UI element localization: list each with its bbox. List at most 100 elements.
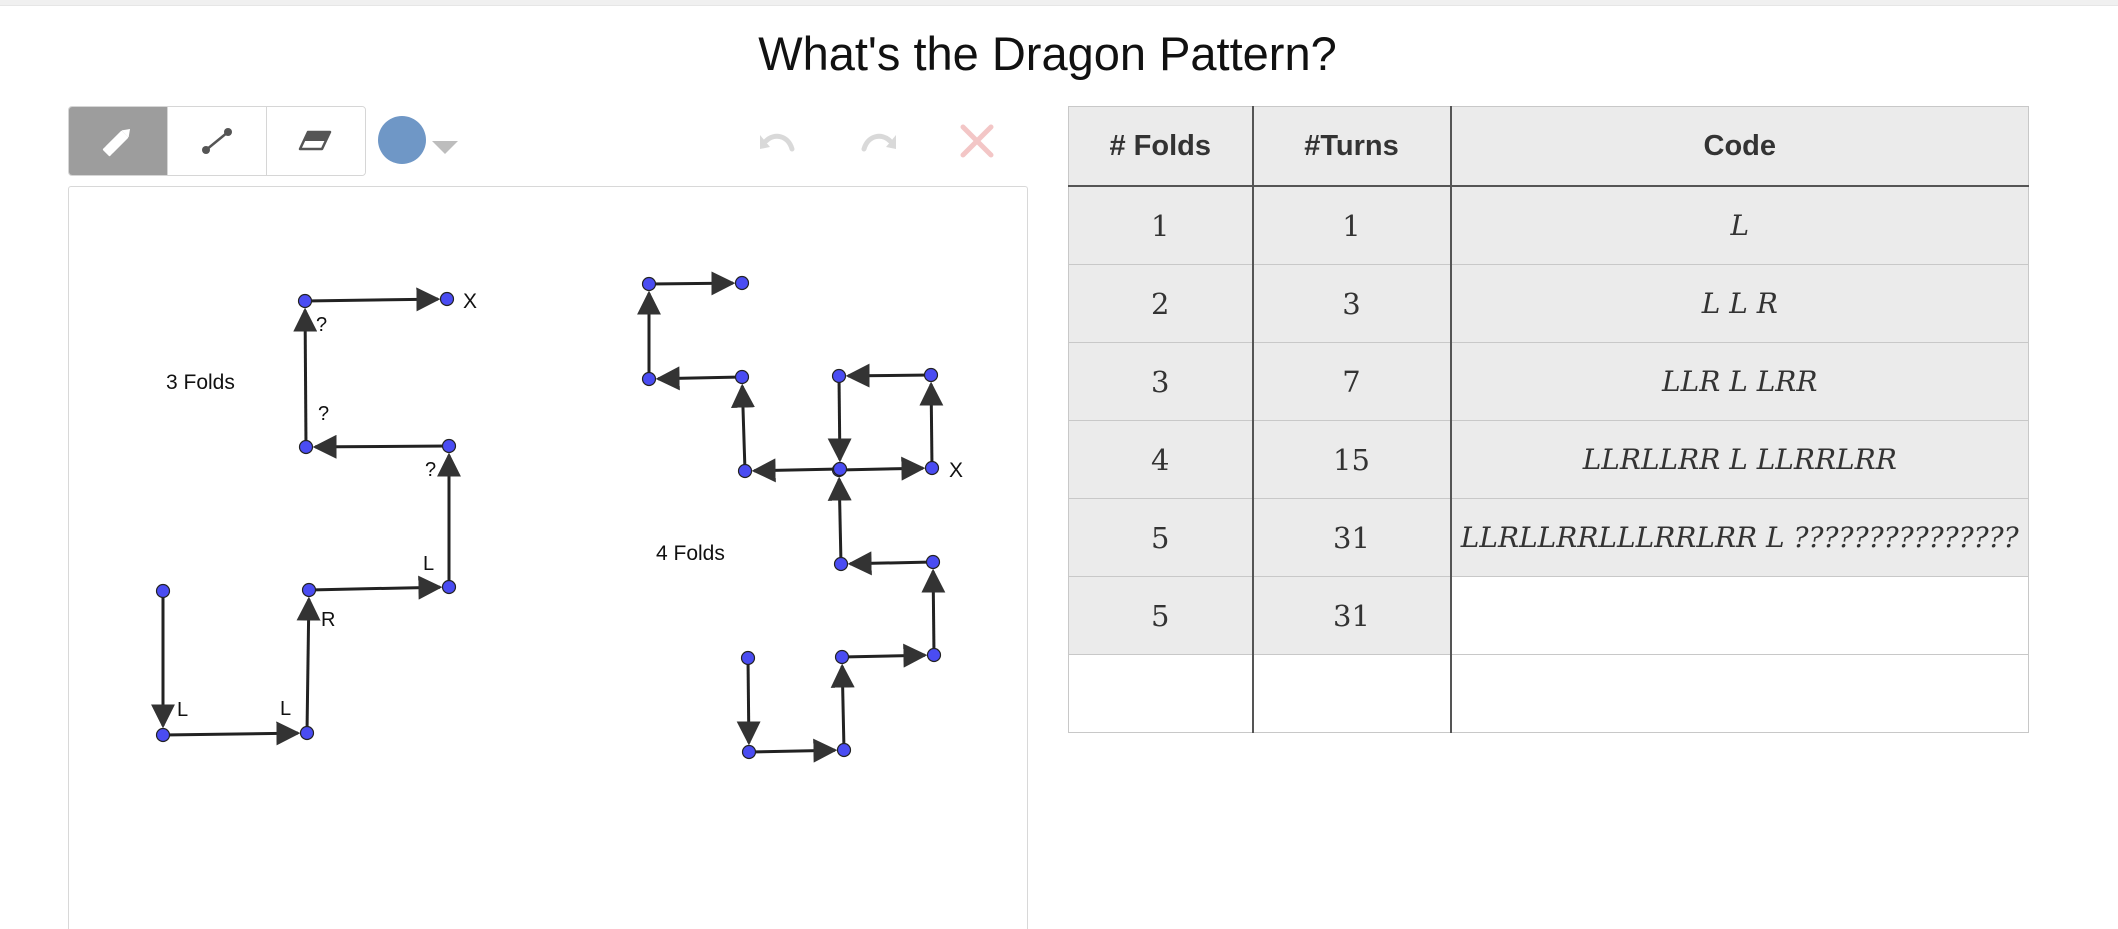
cell-turns-input[interactable]	[1252, 654, 1452, 733]
curve-segment	[730, 383, 755, 472]
drawing-canvas[interactable]: 3 Folds 4 Folds L L R L ? ? ? X X	[68, 186, 1028, 929]
curve-segment	[845, 363, 932, 388]
turn-label: L	[280, 698, 291, 720]
turn-label: L	[423, 553, 434, 575]
curve-segment	[919, 381, 944, 469]
color-swatch[interactable]	[378, 116, 426, 164]
curve-point[interactable]	[734, 275, 750, 291]
cell-folds[interactable]: 1	[1068, 185, 1254, 265]
curve-point[interactable]	[734, 369, 750, 385]
curve-point[interactable]	[836, 742, 852, 758]
cell-folds[interactable]: 5	[1068, 498, 1254, 577]
turn-label: L	[177, 699, 188, 721]
dragon-pattern-table: # Folds #Turns Code 1 1 L 2 3 L L R 3 7 …	[1068, 106, 2029, 733]
undo-button[interactable]	[754, 120, 804, 162]
curve-point[interactable]	[737, 463, 753, 479]
curve-point[interactable]	[439, 291, 455, 307]
clear-button[interactable]	[952, 120, 1002, 162]
pencil-tool-button[interactable]	[69, 107, 168, 175]
header-turns: #Turns	[1252, 106, 1452, 187]
cell-code-input[interactable]	[1450, 576, 2029, 655]
turn-label-unknown: ?	[425, 459, 436, 481]
curve-segment	[308, 575, 443, 600]
curve-point[interactable]	[641, 276, 657, 292]
cell-turns[interactable]: 15	[1252, 420, 1452, 499]
line-segment-tool-button[interactable]	[168, 107, 267, 175]
canvas-drawing: 3 Folds 4 Folds L L R L ? ? ? X X	[151, 271, 963, 763]
cell-folds[interactable]: 2	[1068, 264, 1254, 343]
cell-turns[interactable]: 31	[1252, 498, 1452, 577]
table-header-row: # Folds #Turns Code	[1068, 106, 2029, 187]
curve-point[interactable]	[833, 556, 849, 572]
curve-point[interactable]	[832, 461, 848, 477]
curve-point[interactable]	[925, 554, 941, 570]
curve-segment	[838, 456, 926, 481]
curve-point[interactable]	[301, 582, 317, 598]
cell-code-input[interactable]	[1450, 654, 2029, 733]
curve-point[interactable]	[441, 438, 457, 454]
cell-code[interactable]: L L R	[1450, 264, 2029, 343]
curve-segment	[827, 476, 852, 565]
close-icon	[960, 124, 994, 158]
four-fold-dragon-curve	[637, 271, 946, 763]
curve-point[interactable]	[155, 583, 171, 599]
redo-icon	[861, 133, 896, 152]
curve-segment	[751, 458, 841, 483]
curve-point[interactable]	[155, 727, 171, 743]
curve-segment	[304, 287, 441, 312]
table-row: 5 31 LLRLLRRLLLRRLRR L ???????????????	[1068, 498, 2029, 577]
cell-turns[interactable]: 31	[1252, 576, 1452, 655]
end-marker: X	[463, 290, 477, 313]
curve-point[interactable]	[924, 460, 940, 476]
curve-point[interactable]	[299, 725, 315, 741]
cell-folds[interactable]: 3	[1068, 342, 1254, 421]
table-row: 3 7 LLR L LRR	[1068, 342, 2029, 421]
drawing-toolbar	[68, 106, 458, 176]
cell-code[interactable]: L	[1450, 185, 2029, 265]
undo-icon	[760, 133, 795, 152]
curve-segment	[830, 663, 855, 751]
page-title: What's the Dragon Pattern?	[758, 27, 1337, 80]
curve-point[interactable]	[834, 649, 850, 665]
curve-point[interactable]	[441, 579, 457, 595]
cell-folds-input[interactable]	[1068, 654, 1254, 733]
cell-turns[interactable]: 1	[1252, 185, 1452, 265]
eraser-tool-button[interactable]	[267, 107, 365, 175]
curve-segment	[841, 643, 928, 668]
curve-segment	[648, 271, 736, 296]
header-code: Code	[1450, 106, 2029, 187]
turn-label-unknown: ?	[318, 403, 329, 425]
cell-code[interactable]: LLRLLRRLLLRRLRR L ???????????????	[1450, 498, 2029, 577]
tool-group	[68, 106, 366, 176]
table-row: 2 3 L L R	[1068, 264, 2029, 343]
cell-folds[interactable]: 4	[1068, 420, 1254, 499]
four-folds-label: 4 Folds	[656, 542, 725, 565]
turn-label-unknown: ?	[316, 314, 327, 336]
curve-segment	[921, 568, 946, 656]
three-fold-dragon-curve	[151, 287, 461, 746]
curve-point[interactable]	[741, 744, 757, 760]
curve-point[interactable]	[923, 367, 939, 383]
redo-button[interactable]	[852, 120, 902, 162]
color-picker[interactable]	[378, 116, 458, 164]
cell-folds[interactable]: 5	[1068, 576, 1254, 655]
chevron-down-icon[interactable]	[432, 140, 458, 154]
curve-point[interactable]	[831, 368, 847, 384]
curve-point[interactable]	[298, 439, 314, 455]
curve-point[interactable]	[740, 650, 756, 666]
header-folds: # Folds	[1068, 106, 1254, 187]
cell-turns[interactable]: 7	[1252, 342, 1452, 421]
table-row: 5 31	[1068, 576, 2029, 655]
table-row: 1 1 L	[1068, 185, 2029, 265]
curve-point[interactable]	[926, 647, 942, 663]
eraser-icon	[298, 130, 332, 151]
curve-segment	[293, 307, 318, 448]
pencil-icon	[102, 128, 131, 157]
curve-point[interactable]	[641, 371, 657, 387]
three-folds-label: 3 Folds	[166, 371, 235, 394]
cell-turns[interactable]: 3	[1252, 264, 1452, 343]
curve-segment	[296, 596, 321, 734]
cell-code[interactable]: LLR L LRR	[1450, 342, 2029, 421]
curve-point[interactable]	[297, 293, 313, 309]
cell-code[interactable]: LLRLLRR L LLRRLRR	[1450, 420, 2029, 499]
